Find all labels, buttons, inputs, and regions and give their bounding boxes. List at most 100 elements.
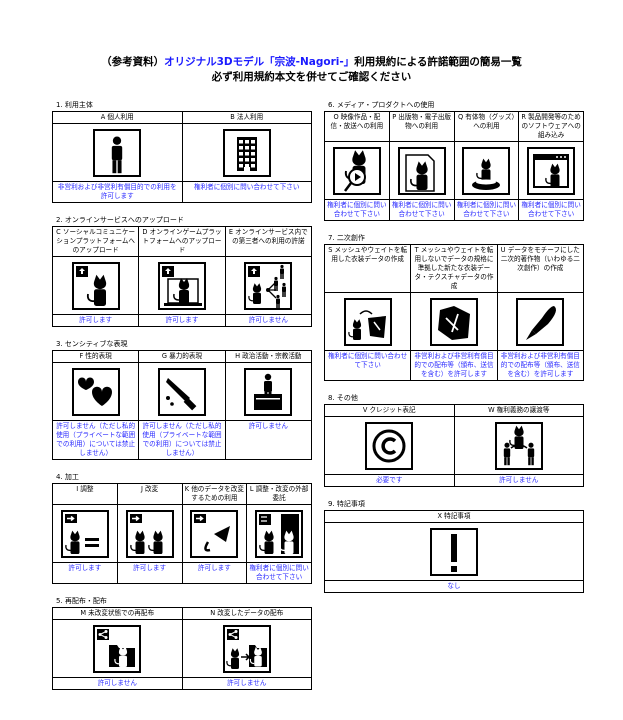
permission-result: なし — [324, 580, 584, 593]
distribute-modified-icon — [222, 624, 271, 673]
item-heading: D オンラインゲームプラットフォームへのアップロード — [138, 226, 226, 257]
software-icon — [527, 146, 576, 195]
permission-result: 許可しません — [453, 474, 584, 487]
publication-icon — [397, 146, 446, 195]
item-heading: M 未改変状態での再配布 — [52, 607, 183, 620]
permission-result: 許可しません — [181, 677, 312, 690]
upload-game-icon — [157, 261, 206, 310]
icon-cell — [518, 141, 584, 200]
item-heading: E オンラインサービス内での第三者への利用の許諾 — [224, 226, 313, 257]
item-heading: X 特記事項 — [324, 510, 584, 523]
icon-cell — [181, 619, 312, 678]
result-row: 必要です許可しません — [324, 474, 584, 487]
item-heading: U データをモチーフにした二次的著作物（いわゆる二次創作）の作成 — [496, 244, 585, 293]
permission-result: 許可しません — [224, 420, 313, 460]
permission-result: 非営利および非営利有償目的での利用を許可します — [52, 181, 183, 203]
section-9: 9. 特記事項 X 特記事項なし — [324, 499, 584, 593]
result-row: 権利者に個別に問い合わせて下さい非営利および非営利有償目的での配布等（頒布、送信… — [323, 350, 585, 381]
permission-result: 非営利および非営利有償目的での配布等（頒布、送信を含む）を許可します — [496, 350, 585, 381]
icon-row — [51, 362, 313, 421]
new-outfit-icon — [429, 297, 478, 346]
item-heading: O 映像作品・配信・放送への利用 — [324, 111, 390, 142]
hearts-icon — [71, 367, 120, 416]
icon-cell — [453, 141, 520, 200]
icon-cell — [324, 416, 455, 475]
icon-row — [52, 619, 312, 678]
item-heading: C ソーシャルコミュニケーションプラットフォームへのアップロード — [51, 226, 140, 257]
icon-cell — [138, 256, 226, 315]
section-label: 9. 特記事項 — [328, 500, 365, 508]
copyright-icon — [365, 421, 414, 470]
outsource-icon — [255, 509, 304, 558]
title-model-name: オリジナル3Dモデル「宗波-Nagori-」 — [164, 56, 355, 68]
pen-icon — [516, 297, 565, 346]
item-heading: G 暴力的表現 — [138, 350, 226, 363]
icon-cell — [51, 362, 140, 421]
icon-cell — [323, 292, 412, 351]
icon-row — [51, 256, 313, 315]
icon-cell — [181, 123, 312, 182]
item-heading: V クレジット表記 — [324, 404, 455, 417]
transfer-rights-icon — [494, 421, 543, 470]
icon-cell — [246, 504, 312, 563]
icon-cell — [224, 256, 313, 315]
icon-cell — [453, 416, 584, 475]
result-row: なし — [324, 580, 584, 593]
item-heading: H 政治活動・宗教活動 — [224, 350, 313, 363]
permission-result: 権利者に個別に問い合わせて下さい — [246, 562, 312, 584]
icon-cell — [496, 292, 585, 351]
icon-cell — [410, 292, 498, 351]
item-heading: I 調整 — [52, 483, 118, 505]
section-label: 4. 加工 — [56, 473, 79, 481]
icon-row — [323, 292, 585, 351]
icon-cell — [388, 141, 455, 200]
title-prefix: （参考資料） — [101, 56, 165, 68]
icon-cell — [52, 504, 118, 563]
upload-social-icon — [71, 261, 120, 310]
icon-cell — [51, 256, 140, 315]
knife-icon — [157, 367, 206, 416]
icon-cell — [181, 504, 248, 563]
item-heading: Q 有体物（グッズ）への利用 — [453, 111, 520, 142]
result-row: 権利者に個別に問い合わせて下さい権利者に個別に問い合わせて下さい権利者に個別に問… — [324, 199, 584, 221]
redistribute-icon — [93, 624, 142, 673]
permission-result: 許可しません — [52, 677, 183, 690]
permission-result: 非営利および非営利有償目的での配布等（頒布、送信を含む）を許可します — [410, 350, 498, 381]
video-icon — [332, 146, 381, 195]
icon-cell — [224, 362, 313, 421]
item-heading: N 改変したデータの配布 — [181, 607, 312, 620]
icon-cell — [52, 619, 183, 678]
item-heading: W 権利義務の譲渡等 — [453, 404, 584, 417]
mesh-transfer-icon — [343, 297, 392, 346]
permission-result: 許可します — [51, 314, 140, 327]
section-label: 6. メディア・プロダクトへの使用 — [328, 101, 435, 109]
permission-result: 権利者に個別に問い合わせて下さい — [181, 181, 312, 203]
section-label: 5. 再配布・配布 — [56, 597, 107, 605]
exclamation-icon — [430, 527, 478, 576]
section-label: 7. 二次創作 — [328, 234, 365, 242]
permission-result: 許可します — [181, 562, 248, 584]
section-label: 3. センシティブな表現 — [56, 340, 128, 348]
icon-cell — [116, 504, 183, 563]
icon-row — [324, 522, 584, 581]
